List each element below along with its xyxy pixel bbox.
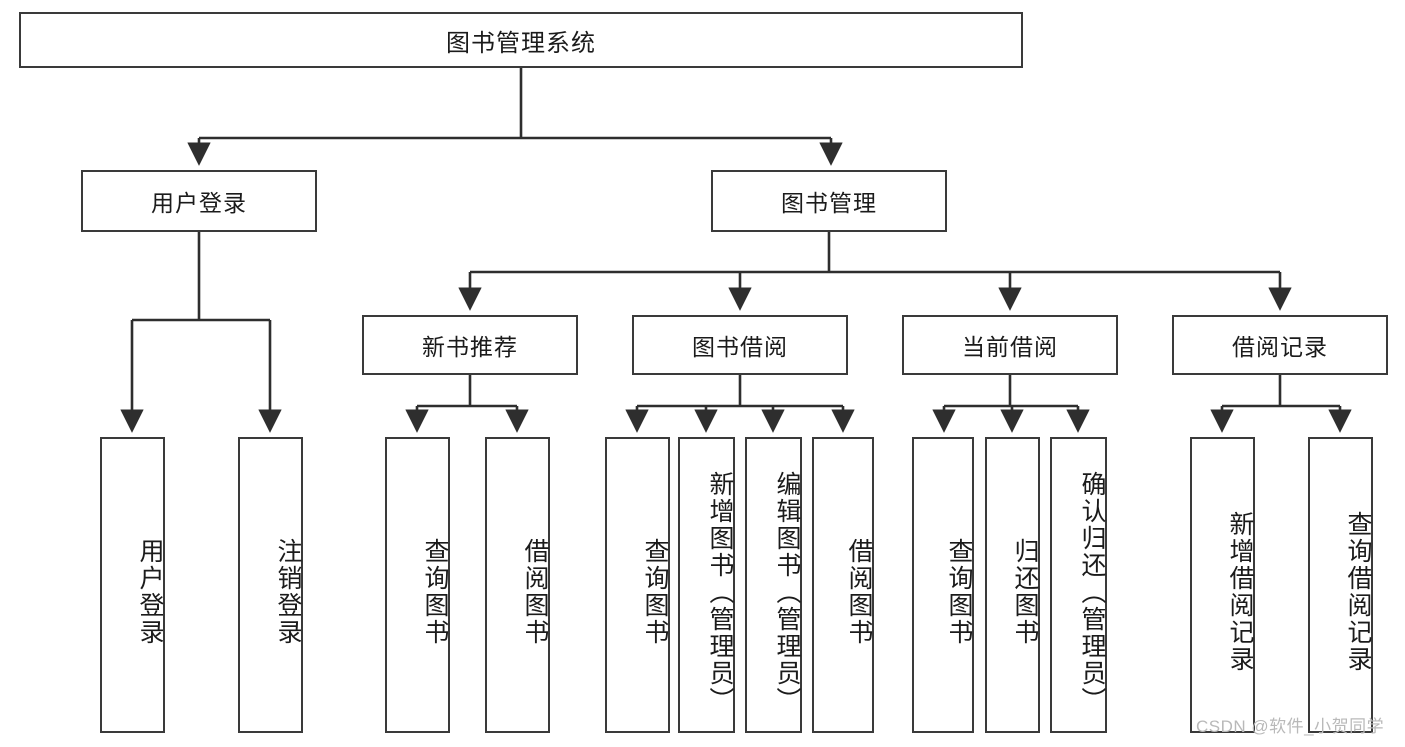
node-leaf-9[interactable]: 查询图书 bbox=[912, 437, 974, 733]
node-level2-4[interactable]: 借阅记录 bbox=[1172, 315, 1388, 375]
node-leaf-1[interactable]: 用户登录 bbox=[100, 437, 165, 733]
node-leaf-7[interactable]: 编辑图书（管理员） bbox=[745, 437, 802, 733]
node-leaf-10[interactable]: 归还图书 bbox=[985, 437, 1040, 733]
node-label: 借阅图书 bbox=[521, 538, 549, 646]
node-label: 注销登录 bbox=[274, 538, 302, 646]
node-label: 用户登录 bbox=[151, 190, 247, 216]
node-leaf-13[interactable]: 查询借阅记录 bbox=[1308, 437, 1373, 733]
node-label: 借阅图书 bbox=[845, 538, 873, 646]
node-label: 新增图书（管理员） bbox=[706, 470, 734, 714]
node-level2-1[interactable]: 新书推荐 bbox=[362, 315, 578, 375]
node-label: 编辑图书（管理员） bbox=[773, 470, 801, 714]
node-label: 归还图书 bbox=[1011, 538, 1039, 646]
node-root-system[interactable]: 图书管理系统 bbox=[19, 12, 1023, 68]
node-leaf-6[interactable]: 新增图书（管理员） bbox=[678, 437, 735, 733]
csdn-watermark: CSDN @软件_小贺同学 bbox=[1196, 717, 1385, 736]
node-level1-1[interactable]: 用户登录 bbox=[81, 170, 317, 232]
node-label: 查询图书 bbox=[945, 538, 973, 646]
node-leaf-5[interactable]: 查询图书 bbox=[605, 437, 670, 733]
node-level2-3[interactable]: 当前借阅 bbox=[902, 315, 1118, 375]
node-label: 查询借阅记录 bbox=[1344, 511, 1372, 673]
node-label: 图书管理系统 bbox=[446, 29, 596, 57]
node-label: 图书管理 bbox=[781, 190, 877, 216]
node-label: 查询图书 bbox=[641, 538, 669, 646]
node-leaf-2[interactable]: 注销登录 bbox=[238, 437, 303, 733]
node-leaf-4[interactable]: 借阅图书 bbox=[485, 437, 550, 733]
node-label: 确认归还（管理员） bbox=[1078, 470, 1106, 714]
node-leaf-3[interactable]: 查询图书 bbox=[385, 437, 450, 733]
node-label: 用户登录 bbox=[136, 538, 164, 646]
node-label: 新书推荐 bbox=[422, 334, 518, 360]
node-leaf-8[interactable]: 借阅图书 bbox=[812, 437, 874, 733]
node-label: 当前借阅 bbox=[962, 334, 1058, 360]
node-label: 查询图书 bbox=[421, 538, 449, 646]
node-level2-2[interactable]: 图书借阅 bbox=[632, 315, 848, 375]
node-label: 图书借阅 bbox=[692, 334, 788, 360]
node-level1-2[interactable]: 图书管理 bbox=[711, 170, 947, 232]
node-leaf-11[interactable]: 确认归还（管理员） bbox=[1050, 437, 1107, 733]
node-label: 借阅记录 bbox=[1232, 334, 1328, 360]
node-label: 新增借阅记录 bbox=[1226, 511, 1254, 673]
node-leaf-12[interactable]: 新增借阅记录 bbox=[1190, 437, 1255, 733]
